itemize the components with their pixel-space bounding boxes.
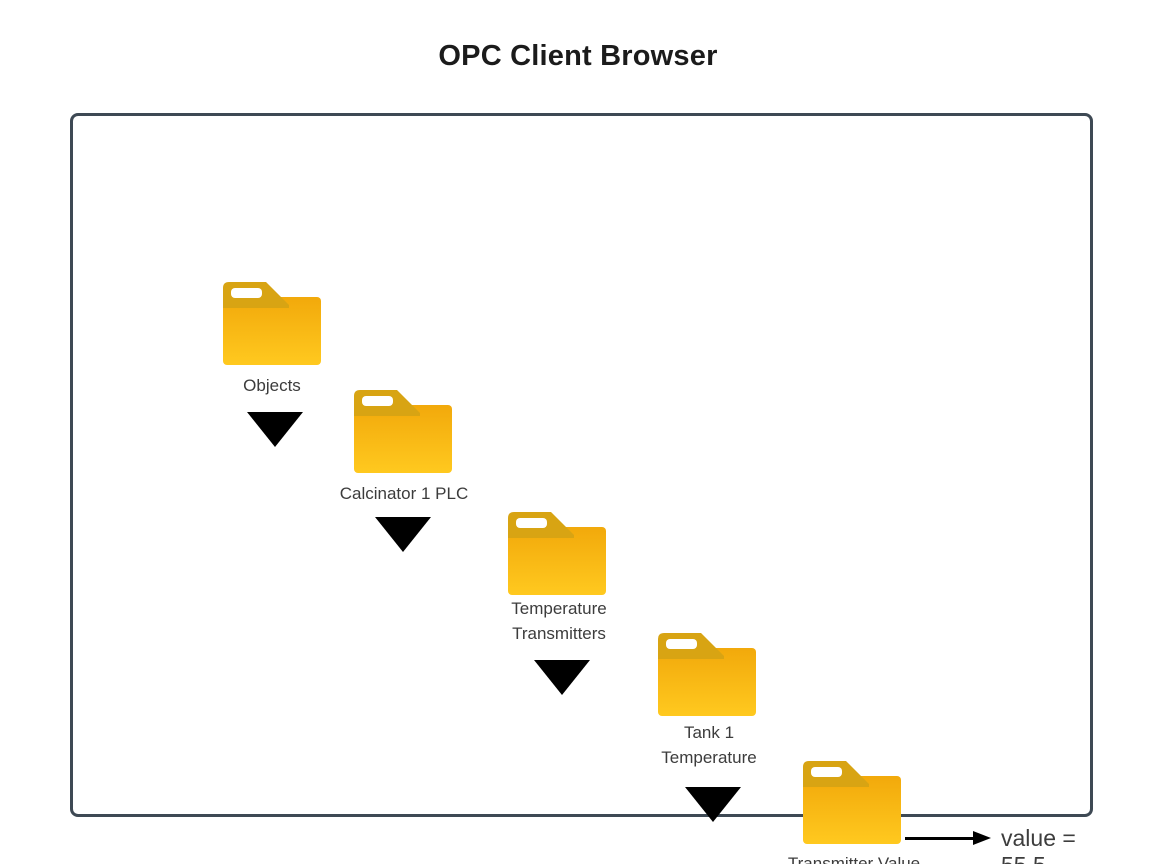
folder-icon-calcinator-1-plc[interactable]: [351, 386, 455, 474]
folder-label-objects: Objects: [243, 376, 301, 395]
expand-arrow-icon: [247, 412, 303, 447]
browser-frame: Objects Calcinator 1 PLC Temperature Tra…: [70, 113, 1093, 864]
expand-arrow-icon: [375, 517, 431, 552]
folder-icon-tank-1-temperature[interactable]: [655, 629, 759, 717]
folder-icon-transmitter-value[interactable]: [800, 757, 904, 845]
expand-arrow-icon: [685, 787, 741, 822]
expand-arrow-icon: [534, 660, 590, 695]
folder-icon-temperature-transmitters[interactable]: [505, 508, 609, 596]
transmitter-value-readout: value = 55.5: [1001, 825, 1076, 864]
folder-label-transmitter-value: Transmitter Value: [787, 854, 921, 864]
folder-label-temperature-transmitters: Temperature Transmitters: [511, 599, 607, 643]
right-arrow-icon: [973, 831, 991, 845]
folder-label-calcinator-1-plc: Calcinator 1 PLC: [339, 484, 469, 503]
folder-icon-objects[interactable]: [220, 278, 324, 366]
page-title: OPC Client Browser: [438, 40, 718, 72]
folder-label-tank-1-temperature: Tank 1 Temperature: [661, 723, 757, 767]
right-arrow-line: [905, 837, 975, 840]
